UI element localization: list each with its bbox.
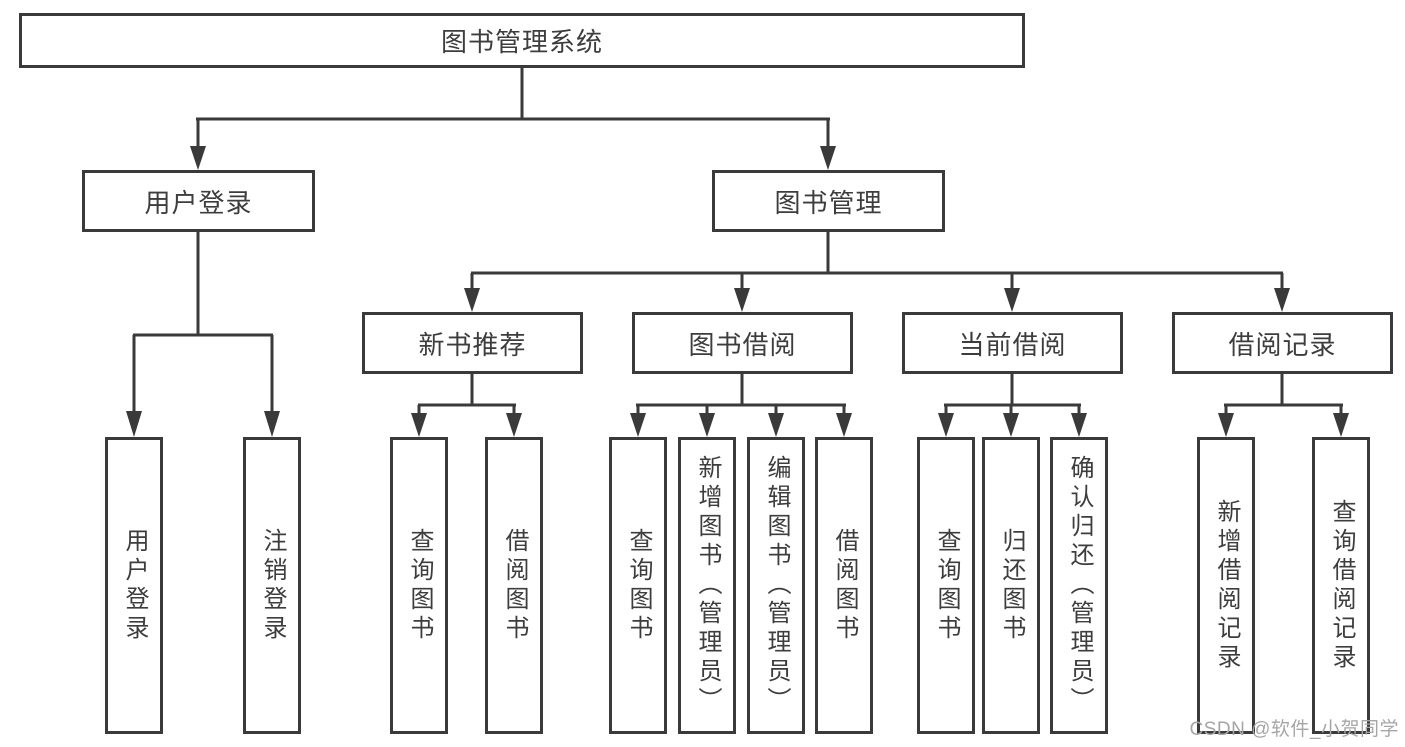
node-root-label: 图书管理系统 <box>440 27 603 57</box>
leaf-query-books-1-label: 查询图书 <box>406 527 433 644</box>
leaf-query-books-2-label: 查询图书 <box>625 527 652 644</box>
node-borrow-records: 借阅记录 <box>1172 312 1393 374</box>
leaf-return-books: 归还图书 <box>982 437 1040 734</box>
leaf-query-books-2: 查询图书 <box>609 437 667 734</box>
leaf-confirm-return-admin: 确认归还（管理员） <box>1050 437 1108 734</box>
csdn-watermark: CSDN @软件_小贺同学 <box>1189 719 1399 740</box>
node-current-borrow: 当前借阅 <box>902 312 1123 374</box>
leaf-confirm-return-admin-label: 确认归还（管理员） <box>1066 455 1093 716</box>
node-root: 图书管理系统 <box>19 13 1025 68</box>
leaf-return-books-label: 归还图书 <box>998 527 1025 644</box>
leaf-add-books-admin: 新增图书（管理员） <box>678 437 736 734</box>
leaf-add-books-admin-label: 新增图书（管理员） <box>694 455 721 716</box>
node-book-management-label: 图书管理 <box>774 187 883 218</box>
node-current-borrow-label: 当前借阅 <box>958 329 1067 360</box>
leaf-add-borrow-record-label: 新增借阅记录 <box>1213 498 1240 673</box>
leaf-query-books-3-label: 查询图书 <box>933 527 960 644</box>
leaf-logout: 注销登录 <box>243 437 301 734</box>
node-book-management: 图书管理 <box>712 170 945 232</box>
leaf-edit-books-admin: 编辑图书（管理员） <box>747 437 805 734</box>
leaf-user-login: 用户登录 <box>105 437 163 734</box>
leaf-query-borrow-record-label: 查询借阅记录 <box>1328 498 1355 673</box>
leaf-add-borrow-record: 新增借阅记录 <box>1197 437 1255 734</box>
leaf-borrow-books-1-label: 借阅图书 <box>501 527 528 644</box>
leaf-edit-books-admin-label: 编辑图书（管理员） <box>763 455 790 716</box>
leaf-borrow-books-2: 借阅图书 <box>815 437 873 734</box>
leaf-query-books-3: 查询图书 <box>917 437 975 734</box>
node-user-login-label: 用户登录 <box>144 187 253 218</box>
node-new-book-recommend-label: 新书推荐 <box>418 329 527 360</box>
leaf-logout-label: 注销登录 <box>259 527 286 644</box>
leaf-query-borrow-record: 查询借阅记录 <box>1312 437 1370 734</box>
leaf-borrow-books-2-label: 借阅图书 <box>831 527 858 644</box>
node-new-book-recommend: 新书推荐 <box>362 312 583 374</box>
leaf-query-books-1: 查询图书 <box>390 437 448 734</box>
leaf-user-login-label: 用户登录 <box>121 527 148 644</box>
node-borrow-records-label: 借阅记录 <box>1228 329 1337 360</box>
node-book-borrow-label: 图书借阅 <box>688 329 797 360</box>
leaf-borrow-books-1: 借阅图书 <box>485 437 543 734</box>
node-user-login: 用户登录 <box>82 170 315 232</box>
node-book-borrow: 图书借阅 <box>632 312 853 374</box>
